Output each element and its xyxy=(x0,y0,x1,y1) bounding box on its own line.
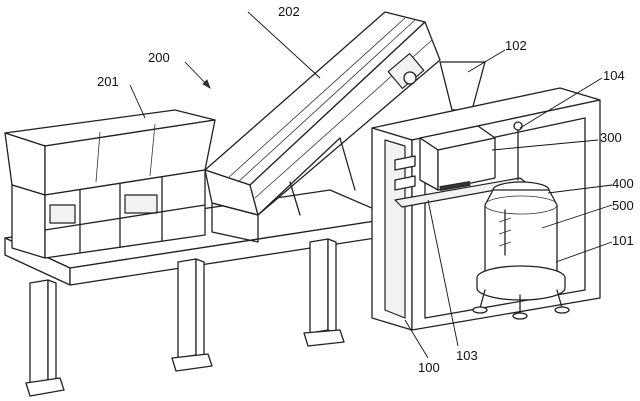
part-labels: 202 200 201 102 104 300 400 500 101 103 … xyxy=(97,4,634,375)
label-200: 200 xyxy=(148,50,170,65)
mix-box-300 xyxy=(394,125,529,208)
leader-lines xyxy=(129,11,613,359)
label-500: 500 xyxy=(612,198,634,213)
label-100: 100 xyxy=(418,360,440,375)
label-103: 103 xyxy=(456,348,478,363)
label-104: 104 xyxy=(603,68,625,83)
label-202: 202 xyxy=(278,4,300,19)
label-300: 300 xyxy=(600,130,622,145)
label-102: 102 xyxy=(505,38,527,53)
label-201: 201 xyxy=(97,74,119,89)
conveyor-202 xyxy=(204,11,441,243)
hopper-201 xyxy=(4,109,216,259)
label-400: 400 xyxy=(612,176,634,191)
base-stand-101 xyxy=(472,265,570,320)
label-101: 101 xyxy=(612,233,634,248)
spray-rod-104 xyxy=(513,121,523,181)
